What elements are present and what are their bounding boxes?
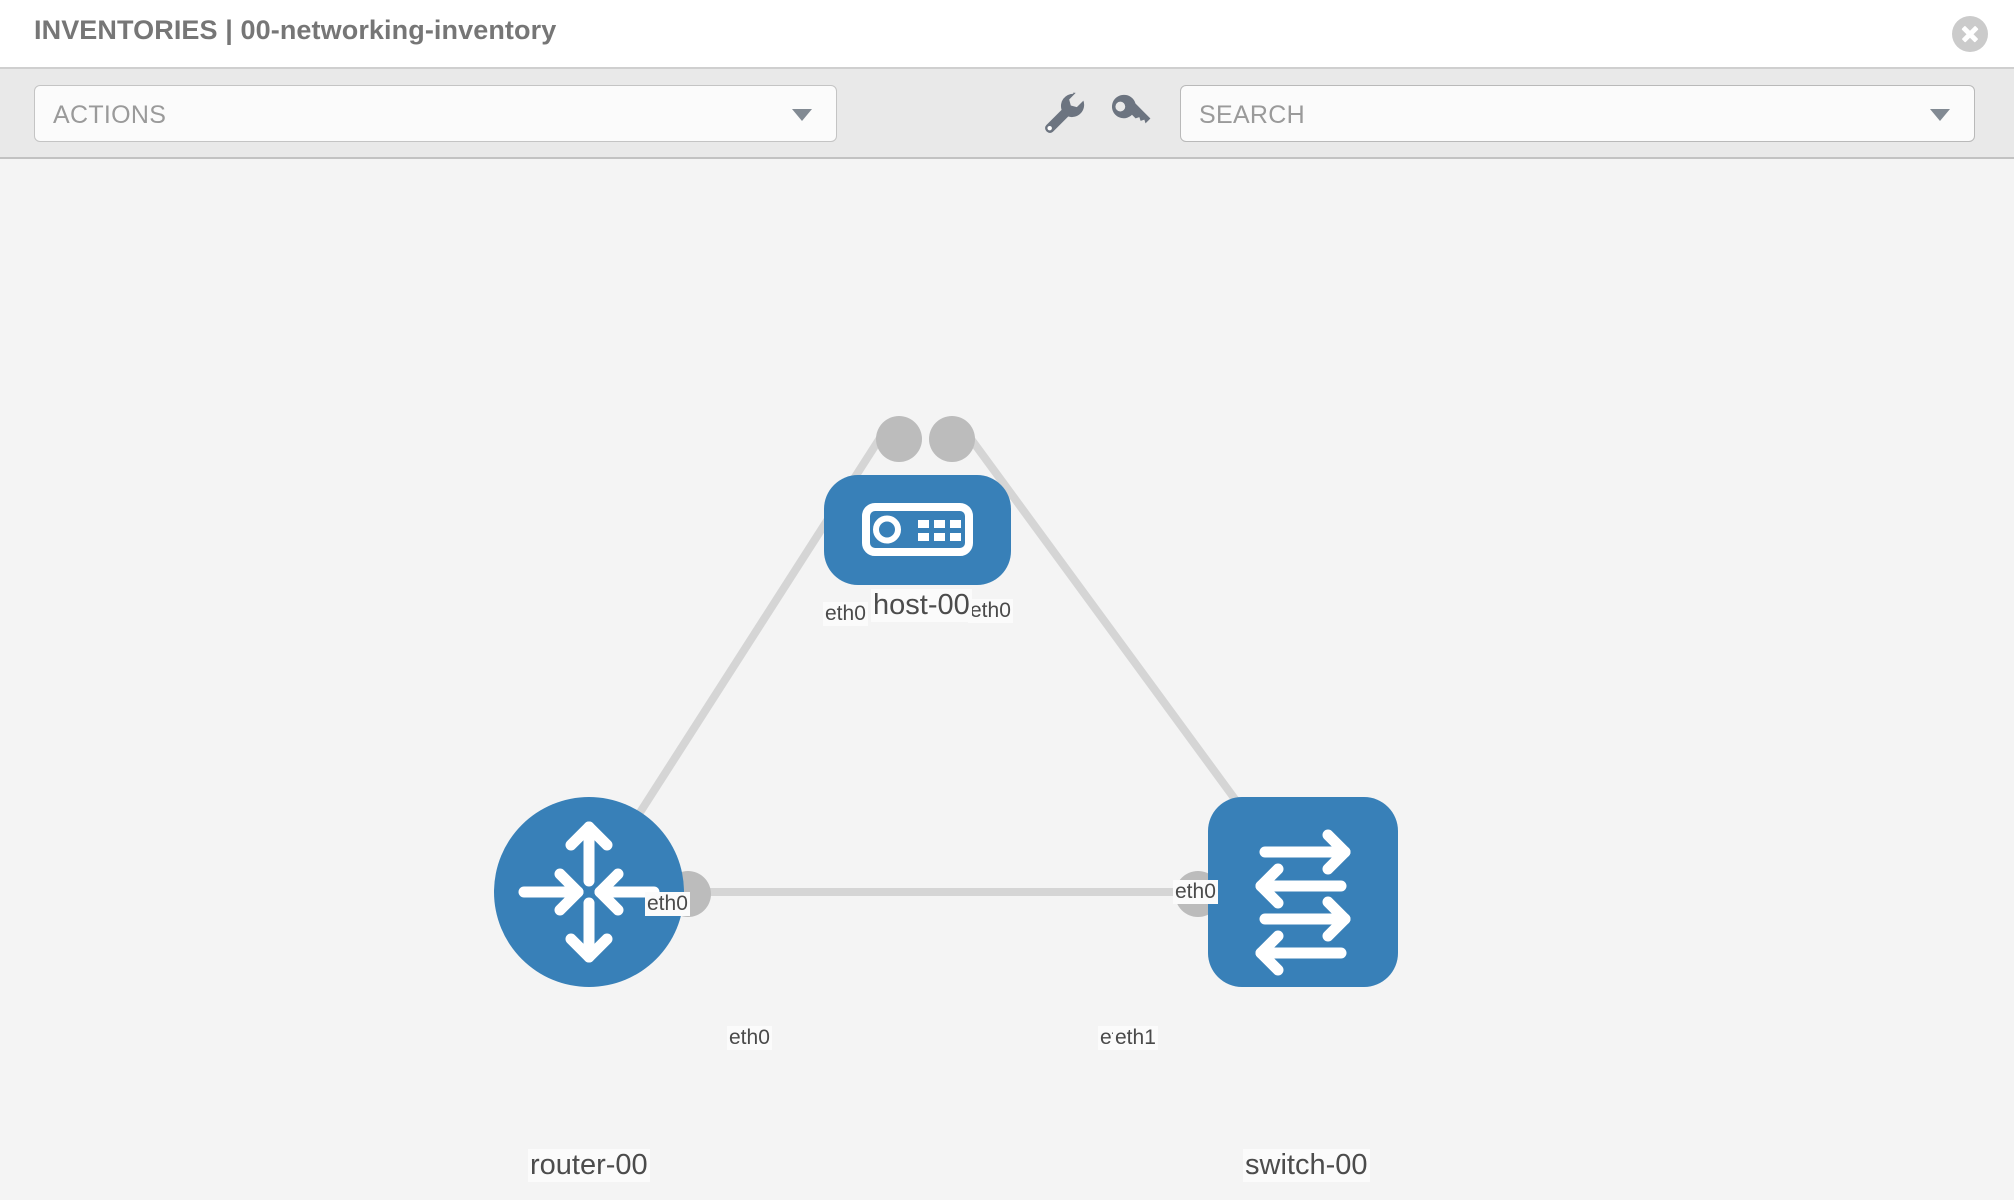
iface-label: eth0 (968, 599, 1013, 623)
iface-label: eth0 (823, 602, 868, 626)
node-router-00-shape[interactable] (494, 797, 684, 987)
close-icon[interactable] (1952, 16, 1988, 52)
chevron-down-icon (792, 108, 812, 121)
node-label-host-00: host-00 (871, 589, 972, 622)
node-label-switch-00: switch-00 (1243, 1149, 1370, 1182)
page-title: INVENTORIES | 00-networking-inventory (34, 15, 557, 45)
iface-label: eth0 (645, 892, 690, 916)
toolbar: ACTIONS SEARCH (0, 69, 2014, 159)
topology-graph (494, 416, 1398, 987)
key-icon[interactable] (1102, 85, 1158, 141)
port-host00-left[interactable] (876, 416, 922, 462)
actions-dropdown-label: ACTIONS (53, 101, 167, 129)
actions-dropdown[interactable]: ACTIONS (34, 85, 837, 142)
node-host-00-shape[interactable] (824, 475, 1011, 585)
iface-label: eth0 (1173, 880, 1218, 904)
search-input[interactable]: SEARCH (1180, 85, 1975, 142)
node-switch-00[interactable] (1208, 797, 1398, 987)
node-label-router-00: router-00 (528, 1149, 650, 1182)
iface-label: eth0 (727, 1026, 772, 1050)
page-header: INVENTORIES | 00-networking-inventory (0, 0, 2014, 69)
port-host00-right[interactable] (929, 416, 975, 462)
server-icon (862, 503, 973, 556)
node-host-00[interactable] (824, 475, 1011, 585)
node-switch-00-shape[interactable] (1208, 797, 1398, 987)
iface-label: eth1 (1113, 1026, 1158, 1050)
wrench-icon[interactable] (1033, 85, 1089, 141)
chevron-down-icon[interactable] (1930, 108, 1950, 121)
topology-canvas[interactable]: eth0 eth0 eth0 eth0 eth0 eth1 eth0 host-… (0, 159, 2014, 1200)
search-placeholder: SEARCH (1199, 101, 1305, 129)
switch-arrows-icon (1255, 829, 1351, 976)
